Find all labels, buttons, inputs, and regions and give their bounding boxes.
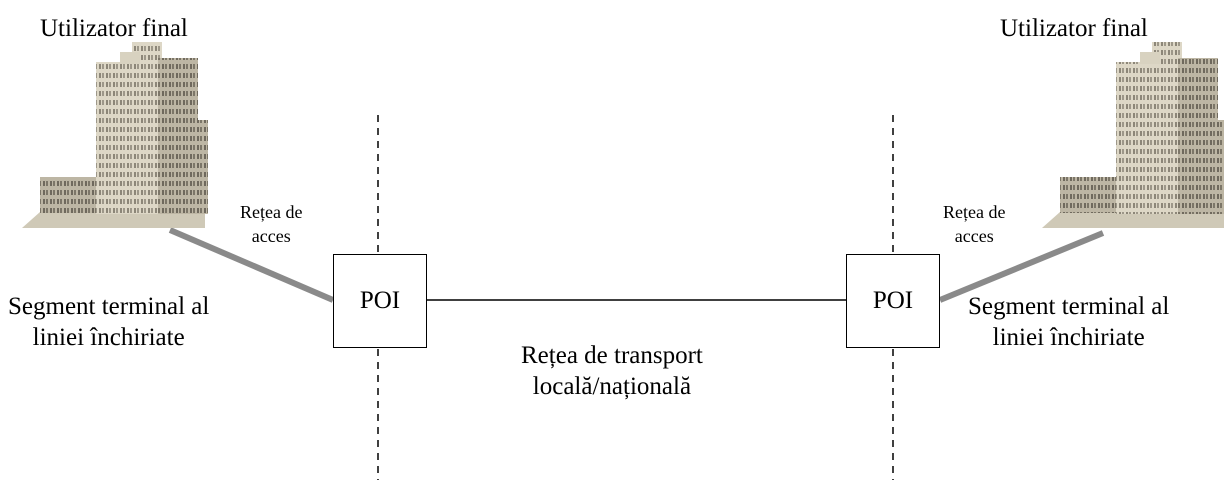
right-building-icon (1042, 42, 1224, 228)
left-poi-label: POI (359, 287, 401, 314)
transport-line2: locală/națională (532, 372, 692, 400)
right-end-user-title: Utilizator final (1000, 15, 1148, 42)
transport-line1: Rețea de transport (521, 342, 703, 369)
right-segment-line2: liniei închiriate (992, 323, 1145, 351)
transport-network-label: Rețea de transport locală/națională (521, 341, 703, 402)
left-access-label-line1: Rețea de (240, 202, 303, 222)
right-access-label-line1: Rețea de (943, 202, 1006, 222)
right-poi-label: POI (872, 287, 914, 314)
right-access-line (938, 230, 1105, 303)
left-terminal-segment-label: Segment terminal al liniei închiriate (8, 292, 209, 353)
left-segment-line1: Segment terminal al (8, 293, 210, 320)
left-segment-line2: liniei închiriate (32, 323, 185, 351)
right-segment-line1: Segment terminal al (968, 293, 1170, 320)
left-end-user-title: Utilizator final (40, 15, 188, 42)
left-access-line (168, 227, 335, 303)
left-access-network-label: Rețea de acces (240, 200, 302, 249)
left-poi-box: POI (333, 254, 427, 348)
left-access-label-line2: acces (251, 226, 291, 247)
left-building-icon (22, 42, 208, 228)
right-poi-box: POI (846, 254, 940, 348)
right-access-network-label: Rețea de acces (943, 200, 1005, 249)
right-terminal-segment-label: Segment terminal al liniei închiriate (968, 292, 1169, 353)
right-access-label-line2: acces (954, 226, 994, 247)
